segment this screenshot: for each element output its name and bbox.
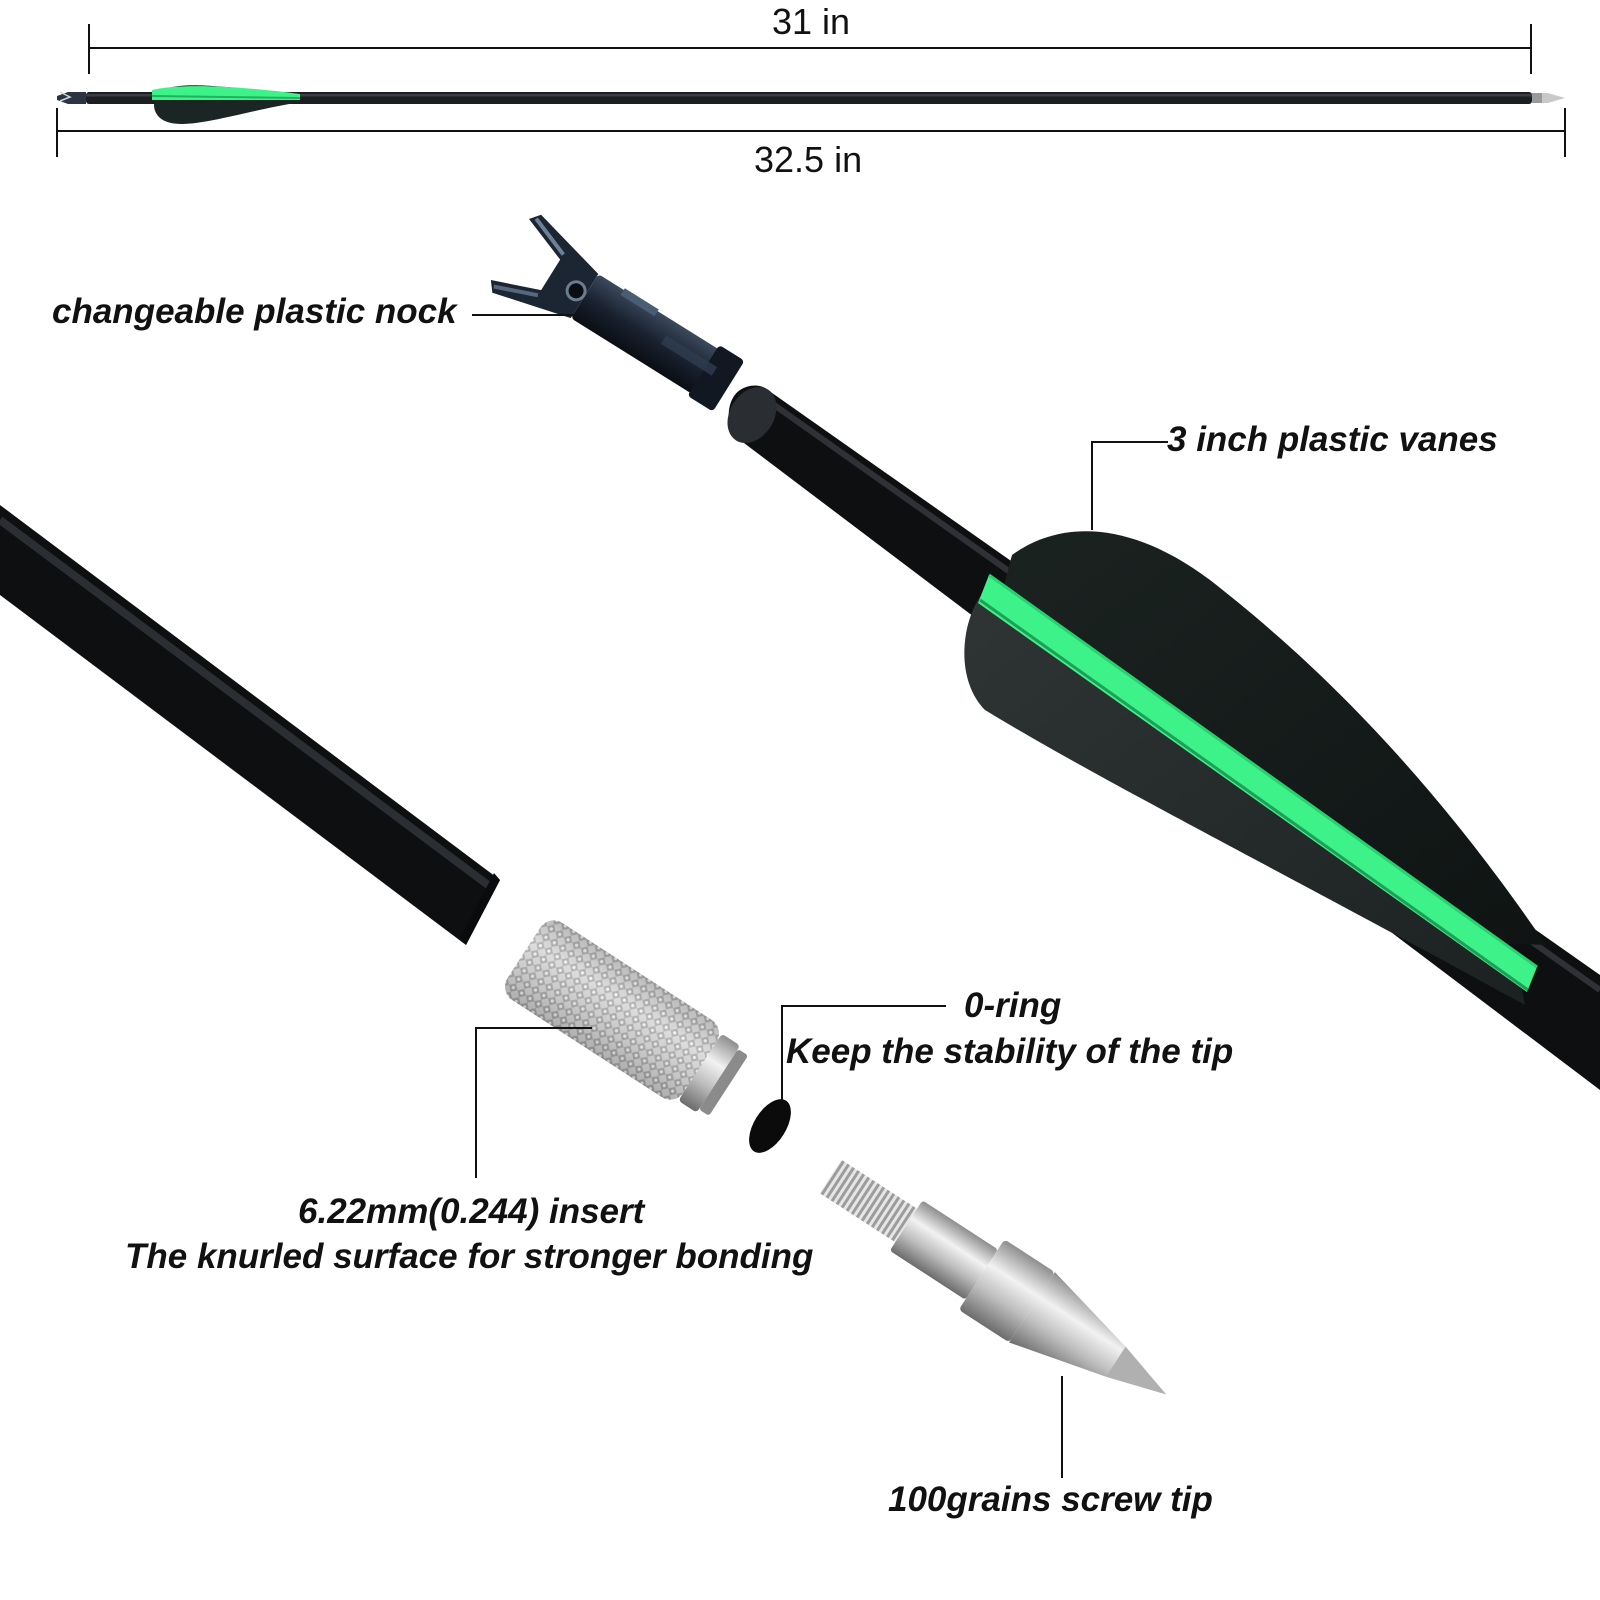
nock-label: changeable plastic nock xyxy=(52,292,457,331)
full-arrow-icon xyxy=(57,85,1565,124)
vane-label: 3 inch plastic vanes xyxy=(1167,420,1498,459)
o-ring-description: Keep the stability of the tip xyxy=(786,1032,1234,1071)
insert-leader-line xyxy=(475,1027,592,1178)
dimension-31in-label: 31 in xyxy=(772,1,851,42)
insert-description: The knurled surface for stronger bonding xyxy=(125,1237,814,1276)
dimension-32-5in-label: 32.5 in xyxy=(754,139,863,180)
tip-label: 100grains screw tip xyxy=(888,1480,1213,1519)
vane-leader-line xyxy=(1091,441,1168,530)
o-ring-icon xyxy=(749,1099,791,1153)
dimension-31in xyxy=(88,24,1532,74)
insert-title: 6.22mm(0.244) insert xyxy=(298,1192,645,1231)
dimension-32-5in xyxy=(56,108,1566,157)
screw-tip-icon xyxy=(819,1159,1167,1395)
insert-icon xyxy=(505,920,748,1115)
o-ring-title: 0-ring xyxy=(964,986,1062,1025)
shaft-lower xyxy=(0,505,500,945)
vane-icon xyxy=(964,531,1546,1005)
nock-icon xyxy=(490,214,744,411)
o-ring-leader-line xyxy=(781,1005,946,1100)
